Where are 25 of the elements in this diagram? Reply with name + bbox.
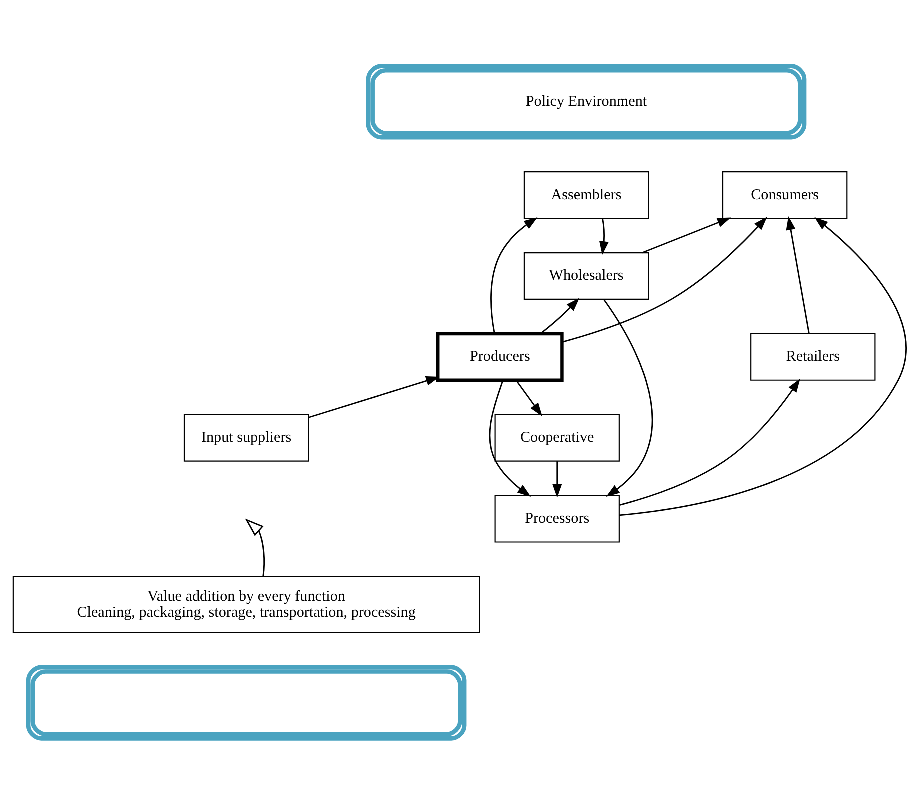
node-box: Producers [436, 332, 564, 382]
node-box: Policy Environment [366, 64, 806, 140]
node-box: Assemblers [523, 172, 649, 220]
arrow [602, 299, 653, 497]
arrow [642, 218, 731, 254]
node-box: Retailers [750, 333, 876, 381]
node-box: Input suppliers [183, 414, 309, 462]
arrow [540, 298, 580, 334]
arrow [515, 380, 542, 417]
node-box: Value addition by every function Cleaning, packaging, storage, transportation, processing [12, 576, 480, 634]
arrow [490, 217, 538, 334]
node-box: Cooperative [494, 414, 620, 462]
arrow [618, 217, 906, 516]
node-box: Wholesalers [523, 252, 649, 300]
arrow [786, 216, 810, 334]
arrow [488, 380, 531, 498]
node-band [26, 665, 466, 741]
arrow [552, 462, 562, 498]
node-box: Processors [494, 495, 620, 543]
arrow [308, 376, 440, 418]
arrow [619, 378, 800, 506]
arrow [562, 217, 767, 343]
arrow [244, 518, 265, 577]
node-box: Consumers [722, 172, 848, 220]
arrow [598, 218, 608, 256]
